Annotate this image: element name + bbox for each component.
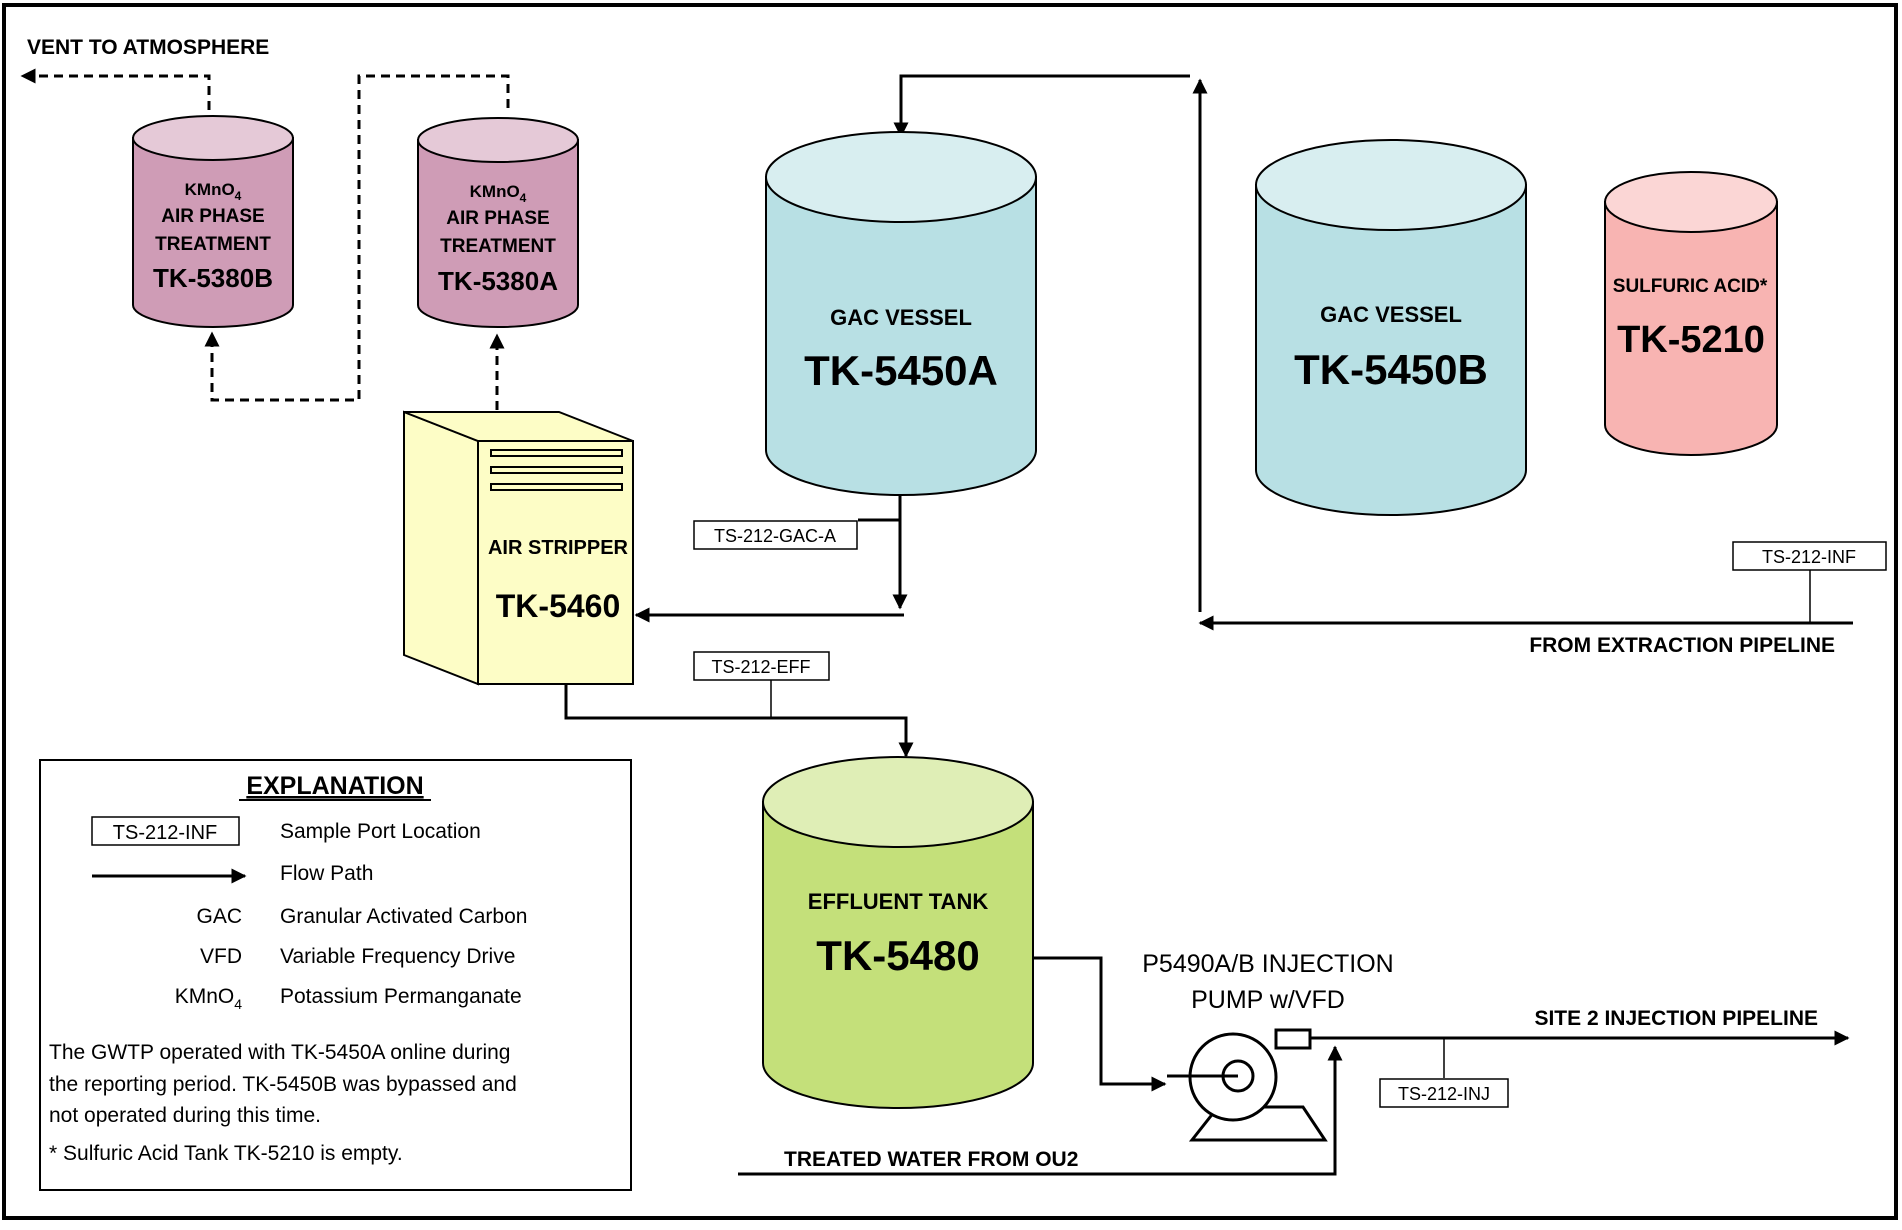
tank-tk5450b[interactable]: GAC VESSEL TK-5450B bbox=[1255, 139, 1527, 516]
water-piping bbox=[564, 74, 1853, 1176]
tank-tk5380a[interactable]: KMnO4 AIR PHASE TREATMENT TK-5380A bbox=[417, 117, 579, 328]
sample-port-inf[interactable]: TS-212-INF bbox=[1732, 541, 1887, 571]
legend-abbr-gac: GAC bbox=[196, 905, 242, 928]
sample-port-label: TS-212-INJ bbox=[1398, 1084, 1490, 1104]
pump-outlet-nozzle bbox=[1274, 1028, 1312, 1050]
stripper-louver bbox=[490, 466, 623, 474]
tank-line2: TREATMENT bbox=[155, 234, 271, 255]
extraction-pipeline-label: FROM EXTRACTION PIPELINE bbox=[1529, 634, 1835, 657]
tank-top bbox=[1604, 171, 1778, 233]
ou2-inlet-line bbox=[738, 1045, 1343, 1176]
sample-port-label: TS-212-GAC-A bbox=[714, 526, 836, 546]
legend-note-line: not operated during this time. bbox=[49, 1104, 321, 1127]
sample-port-eff[interactable]: TS-212-EFF bbox=[693, 651, 830, 681]
tank-id: TK-5480 bbox=[816, 932, 979, 979]
tank-top bbox=[417, 117, 579, 163]
tank-chemical-label: KMnO4 bbox=[185, 180, 242, 203]
legend-port-sample-text: TS-212-INF bbox=[113, 822, 217, 844]
legend-abbr-kmno4: KMnO4 bbox=[175, 985, 243, 1012]
site2-pipeline-label: SITE 2 INJECTION PIPELINE bbox=[1534, 1007, 1818, 1030]
legend-abbr-vfd: VFD bbox=[200, 945, 242, 968]
sample-port-box bbox=[1732, 541, 1887, 571]
tank-body bbox=[762, 801, 1034, 1109]
legend-title: EXPLANATION bbox=[246, 772, 423, 800]
stripper-louver bbox=[490, 483, 623, 491]
tank-top bbox=[1255, 139, 1527, 231]
stripper-side-face bbox=[403, 410, 479, 686]
tank-body bbox=[765, 176, 1037, 496]
sample-port-box bbox=[693, 520, 858, 550]
air-piping bbox=[20, 68, 510, 410]
effluent-to-pump-line bbox=[1031, 956, 1167, 1092]
tank-top bbox=[132, 115, 294, 161]
port-leads bbox=[770, 570, 1811, 1078]
tank-body bbox=[1604, 201, 1778, 456]
legend-desc-kmno4: Potassium Permanganate bbox=[280, 985, 522, 1008]
tk5380a-to-tk5380b-line bbox=[204, 74, 510, 402]
legend-desc-gac: Granular Activated Carbon bbox=[280, 905, 527, 928]
legend-port-desc: Sample Port Location bbox=[280, 820, 481, 843]
tank-name: GAC VESSEL bbox=[830, 305, 972, 330]
pump-label-line2: PUMP w/VFD bbox=[1191, 986, 1345, 1014]
top-header-line bbox=[893, 74, 1190, 138]
tank-tk5450a[interactable]: GAC VESSEL TK-5450A bbox=[765, 131, 1037, 496]
tank-name: EFFLUENT TANK bbox=[808, 889, 989, 914]
sample-port-box bbox=[1379, 1078, 1509, 1108]
tank-top bbox=[765, 131, 1037, 223]
tank-body bbox=[132, 137, 294, 328]
legend-port-sample-box bbox=[91, 816, 240, 846]
tank-line2: TREATMENT bbox=[440, 236, 556, 257]
vent-label: VENT TO ATMOSPHERE bbox=[27, 36, 269, 59]
sample-port-label: TS-212-INF bbox=[1762, 547, 1856, 567]
legend-explanation: EXPLANATION TS-212-INF Sample Port Locat… bbox=[39, 759, 632, 1191]
tank-line1: AIR PHASE bbox=[446, 208, 549, 229]
frame-border bbox=[2, 3, 1898, 1220]
tank-top bbox=[762, 756, 1034, 848]
legend-footnote: * Sulfuric Acid Tank TK-5210 is empty. bbox=[49, 1142, 403, 1165]
legend-desc-vfd: Variable Frequency Drive bbox=[280, 945, 515, 968]
treated-water-label: TREATED WATER FROM OU2 bbox=[784, 1148, 1078, 1171]
stripper-name: AIR STRIPPER bbox=[488, 537, 629, 559]
stripper-front-face bbox=[477, 440, 634, 685]
stripper-id: TK-5460 bbox=[496, 588, 621, 624]
tank-tk5380b[interactable]: KMnO4 AIR PHASE TREATMENT TK-5380B bbox=[132, 115, 294, 328]
tank-name: SULFURIC ACID* bbox=[1613, 276, 1768, 297]
vent-line bbox=[20, 68, 211, 110]
sample-port-box bbox=[693, 651, 830, 681]
tank-body bbox=[1255, 184, 1527, 516]
tank-tk5480[interactable]: EFFLUENT TANK TK-5480 bbox=[762, 756, 1034, 1109]
legend-flow-desc: Flow Path bbox=[280, 862, 373, 885]
tank-id: TK-5210 bbox=[1617, 319, 1765, 361]
pump-label-line1: P5490A/B INJECTION bbox=[1142, 950, 1393, 978]
tank-id: TK-5380A bbox=[438, 266, 558, 296]
stripper-to-effluent-line bbox=[564, 684, 914, 758]
legend-note-line: the reporting period. TK-5450B was bypas… bbox=[49, 1073, 517, 1096]
sample-port-gac-a[interactable]: TS-212-GAC-A bbox=[693, 520, 858, 550]
sample-port-label: TS-212-EFF bbox=[711, 657, 810, 677]
pump-impeller bbox=[1221, 1059, 1255, 1093]
tank-id: TK-5450A bbox=[804, 347, 998, 394]
tank-id: TK-5450B bbox=[1294, 346, 1488, 393]
air-stripper-tk5460[interactable]: AIR STRIPPER TK-5460 bbox=[403, 410, 634, 686]
stripper-louver bbox=[490, 449, 623, 457]
tank-name: GAC VESSEL bbox=[1320, 302, 1462, 327]
injection-pump[interactable] bbox=[1167, 1028, 1328, 1142]
tank-id: TK-5380B bbox=[153, 263, 273, 293]
sample-port-inj[interactable]: TS-212-INJ bbox=[1379, 1078, 1509, 1108]
tank-tk5210[interactable]: SULFURIC ACID* TK-5210 bbox=[1604, 171, 1778, 456]
tank-line1: AIR PHASE bbox=[161, 206, 264, 227]
tank-body bbox=[417, 139, 579, 328]
tank-chemical-label: KMnO4 bbox=[470, 182, 527, 205]
legend-note-line: The GWTP operated with TK-5450A online d… bbox=[49, 1041, 511, 1064]
